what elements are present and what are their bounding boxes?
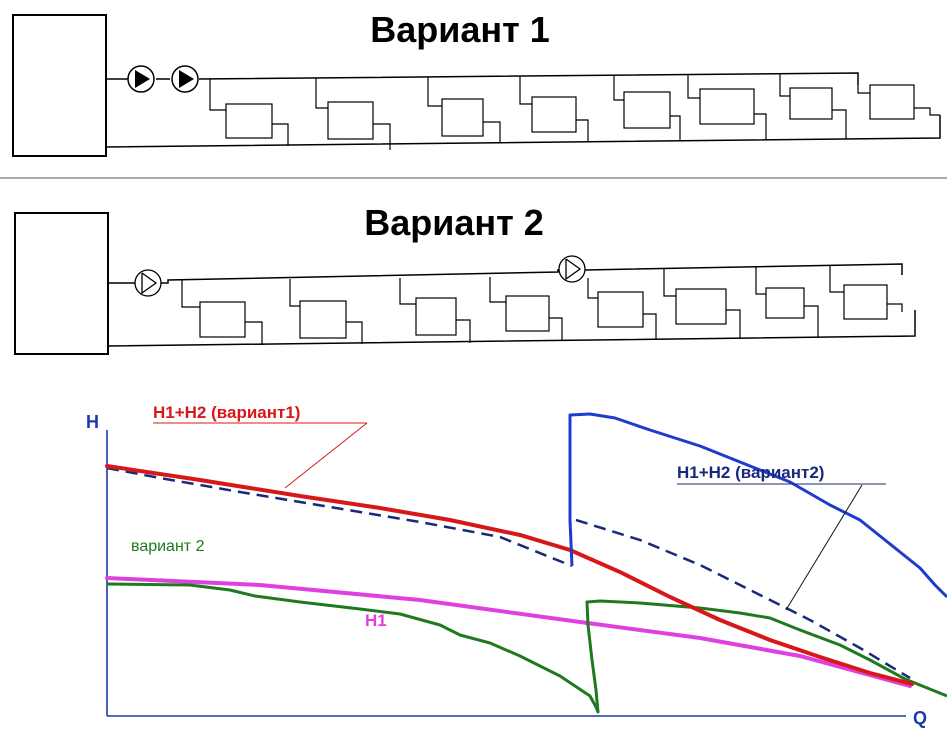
pump-icon (134, 269, 162, 297)
radiator-1 (209, 79, 289, 146)
label-variant2: вариант 2 (131, 538, 205, 555)
radiator-8 (857, 84, 940, 120)
radiator-6 (687, 75, 767, 140)
pump-icon (171, 65, 199, 93)
radiator-7 (755, 267, 819, 338)
curve-h1 (105, 576, 912, 688)
supply-main-1 (198, 72, 859, 85)
supply-main-2b (584, 263, 903, 275)
supply-main-2a (161, 269, 559, 284)
label-sum-variant1: H1+H2 (вариант1) (153, 403, 300, 422)
radiator-2 (315, 78, 391, 150)
head-flow-chart: H Q H1+H2 (вариант1) H1+H2 (вариант2) ва… (86, 403, 947, 728)
return-main-2 (107, 310, 916, 347)
curve-variant2-pump (106, 582, 947, 714)
curve-sum-variant2 (568, 412, 947, 599)
pump-icon (558, 255, 586, 283)
boiler-1 (12, 14, 107, 157)
radiator-5 (613, 76, 681, 141)
radiator-5 (587, 278, 657, 340)
radiator-4 (489, 277, 563, 341)
label-sum-variant2: H1+H2 (вариант2) (677, 463, 824, 482)
radiator-8 (829, 266, 903, 320)
radiator-2 (289, 279, 363, 344)
radiator-3 (399, 278, 471, 343)
label-h1: H1 (365, 611, 387, 630)
radiator-6 (663, 268, 741, 339)
curve-dashed-right (575, 518, 911, 680)
variant-1-title: Вариант 1 (370, 9, 550, 50)
leader-line-variant1 (284, 422, 368, 489)
pump-icon (127, 65, 155, 93)
radiator-7 (779, 74, 847, 139)
return-main-1 (105, 115, 941, 148)
x-axis-label: Q (913, 708, 927, 728)
variant-2-title: Вариант 2 (364, 202, 544, 243)
variant-2-scheme: Вариант 2 (14, 202, 916, 355)
boiler-2 (14, 212, 109, 355)
radiator-1 (181, 280, 263, 345)
radiator-3 (427, 77, 501, 143)
leader-line-variant2 (785, 484, 863, 611)
curve-sum-variant1 (105, 464, 914, 686)
curve-dashed-left (106, 466, 573, 568)
variant-1-scheme: Вариант 1 (12, 9, 941, 157)
y-axis-label: H (86, 412, 99, 432)
radiator-4 (519, 76, 589, 142)
